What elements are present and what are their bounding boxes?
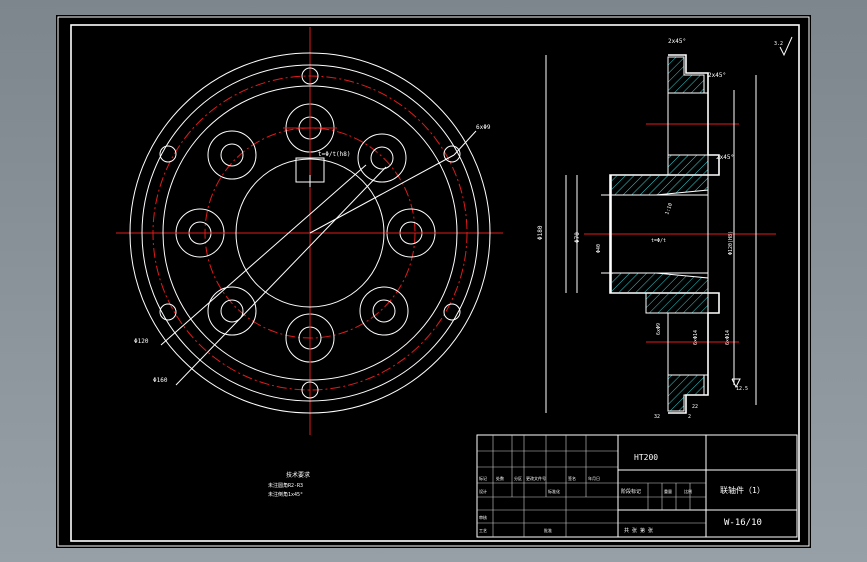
bolt-holes-small (159, 67, 461, 399)
leader-left (160, 164, 367, 346)
label-taper: 1:10 (664, 202, 674, 215)
label-dia-hub: Φ70 (574, 232, 581, 243)
label-top-right: 6xΦ9 (476, 124, 491, 131)
tb-label-mark: 标记 (479, 475, 487, 481)
drawing-svg: 6xΦ9 t=Φ/t(h8) Φ120 Φ160 技术要求 未注圆角R2-R3 … (57, 16, 810, 547)
material-text: HT200 (634, 453, 658, 462)
hatch-lower-hub (610, 272, 709, 294)
label-dim-bottom-right: 22 (692, 404, 698, 410)
label-dia-bore: Φ40 (596, 244, 602, 253)
roughness-symbol-bottom (731, 378, 741, 389)
tb-scale: 比例 (684, 488, 692, 494)
drawing-sheet: 6xΦ9 t=Φ/t(h8) Φ120 Φ160 技术要求 未注圆角R2-R3 … (56, 15, 811, 548)
tb-stage: 阶段标记 (621, 488, 641, 495)
tech-heading: 技术要求 (286, 471, 310, 479)
label-bore-key: t=Φ/t (651, 238, 666, 244)
tech-line-1: 未注圆角R2-R3 (268, 482, 303, 489)
upper-bolt-bore (667, 92, 709, 156)
section-view: 2x45° 2x45° 2x45° Φ180 Φ70 Φ40 Φ120(H8) … (537, 36, 793, 420)
label-roughness: 12.5 (736, 386, 748, 392)
label-dim-bottom-left: 32 (654, 414, 660, 420)
tb-weight: 重量 (664, 488, 672, 494)
label-dia-pitch: Φ120(H8) (728, 231, 734, 255)
tech-requirements: 技术要求 未注圆角R2-R3 未注倒角1x45° (268, 471, 310, 498)
outer-rim-inner (141, 64, 479, 402)
boss-centerlines (173, 101, 438, 365)
tb-label-date: 年月日 (588, 475, 600, 481)
label-chamfer-top: 2x45° (668, 38, 686, 45)
flange-face (162, 85, 458, 381)
hatch-upper-hub (610, 174, 709, 196)
label-bottom: Φ160 (153, 377, 168, 384)
inner-frame (70, 24, 800, 542)
bolt-circle-outer (152, 75, 468, 391)
label-dim-bottom-2: 2 (688, 414, 691, 420)
tb-label-sign: 签名 (568, 475, 576, 481)
tb-label-zone: 分区 (514, 475, 522, 481)
label-chamfer-mid: 2x45° (716, 154, 734, 161)
part-name: 联轴件（1） (720, 485, 765, 495)
label-chamfer-step: 2x45° (708, 72, 726, 79)
label-dia-outer: Φ180 (537, 225, 544, 240)
outer-frame (57, 16, 810, 547)
label-dia-boss: 6×Φ14 (725, 330, 731, 345)
tb-standard: 标准化 (548, 488, 560, 494)
leader-top-right (309, 154, 455, 234)
lower-bolt-bore (667, 312, 709, 376)
drawing-number: W-16/10 (724, 518, 762, 528)
tb-designer: 设计 (479, 488, 487, 494)
label-key: t=Φ/t(h8) (318, 151, 351, 158)
label-rough-side: 6×Φ14 (693, 330, 699, 345)
tb-sheets: 共 张 第 张 (624, 527, 653, 534)
tb-label-doc: 更改文件号 (526, 475, 546, 481)
tech-line-2: 未注倒角1x45° (268, 491, 303, 498)
tb-craft: 工艺 (479, 528, 487, 533)
label-hole-note: 6xΦ9 (656, 323, 662, 335)
label-left: Φ120 (134, 338, 149, 345)
leader-bottom (175, 166, 387, 386)
roughness-symbol-top (779, 36, 793, 57)
tb-approve: 批准 (544, 527, 552, 533)
outer-rim (129, 52, 491, 414)
tb-reviewer: 审核 (479, 514, 487, 520)
label-roughness-top: 3.2 (774, 41, 783, 47)
front-view: 6xΦ9 t=Φ/t(h8) Φ120 Φ160 (116, 27, 503, 435)
tb-label-count: 处数 (496, 475, 504, 481)
title-block: HT200 联轴件（1） W-16/10 标记 处数 分区 更改文件号 签名 年… (476, 434, 798, 538)
